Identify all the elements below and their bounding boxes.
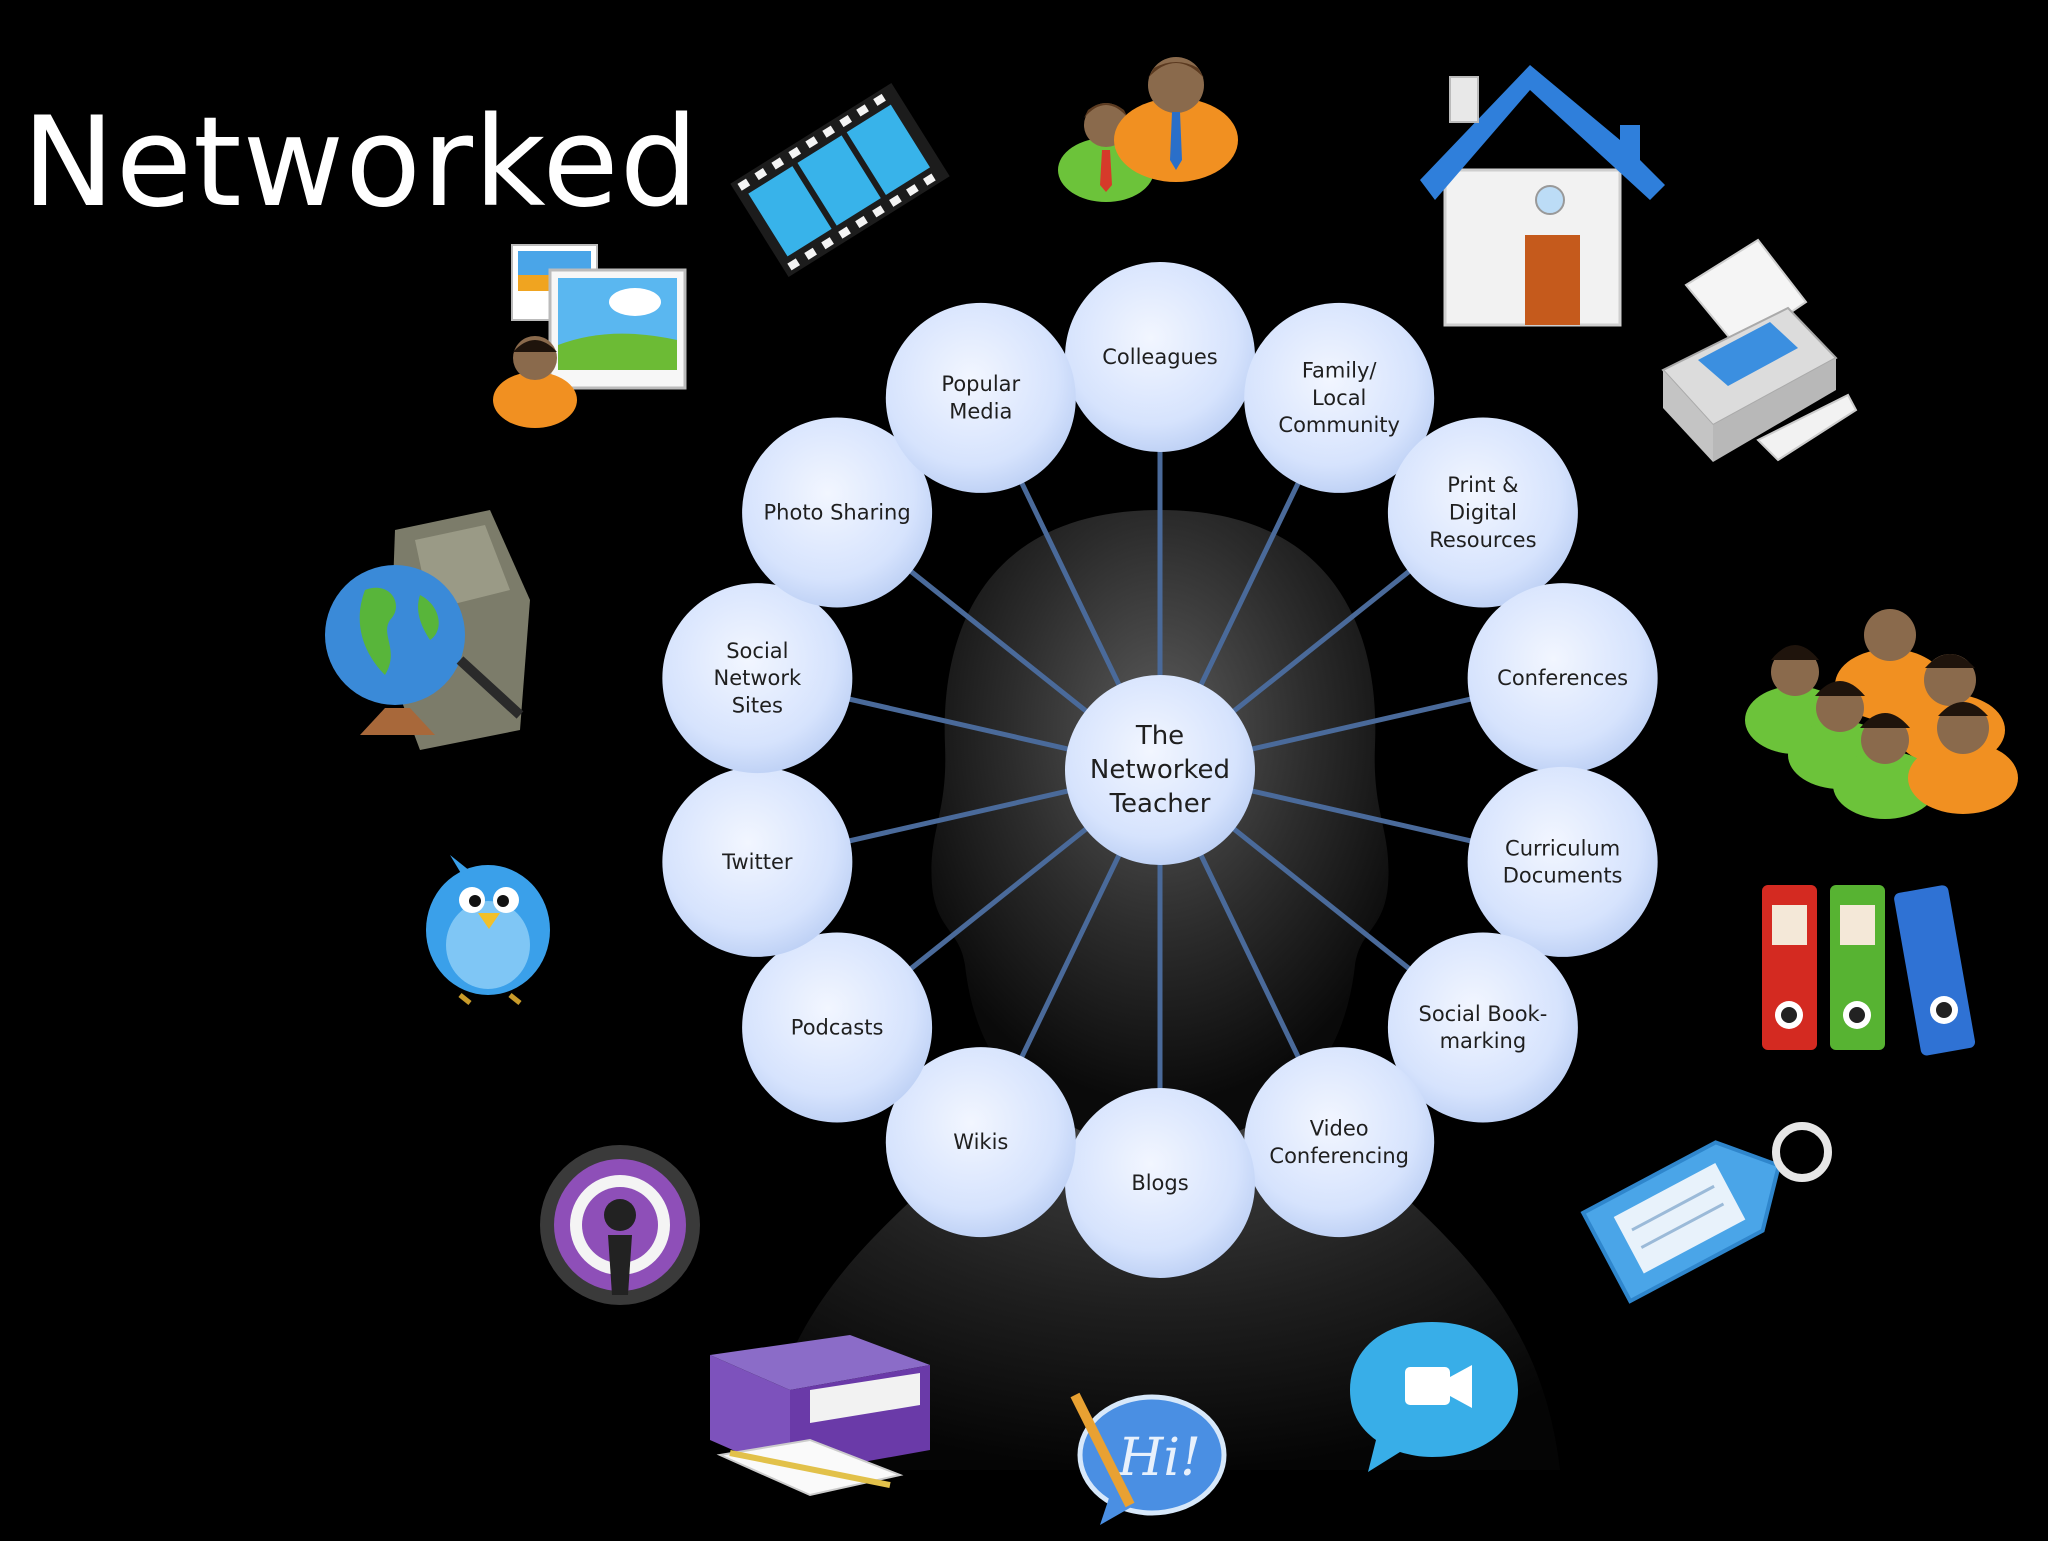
node-circle: [1065, 1088, 1255, 1278]
node-label-line: Resources: [1429, 528, 1536, 552]
node-blogs: Blogs: [1065, 1088, 1255, 1278]
node-circle: [1387, 932, 1578, 1123]
icons: Hi!: [325, 57, 2018, 1525]
node-label-line: Local: [1312, 386, 1366, 410]
node-label-line: Teacher: [1109, 789, 1211, 819]
node-twitter: Twitter: [662, 766, 853, 957]
crowd-icon: [1745, 609, 2018, 819]
node-circle: [1065, 262, 1255, 452]
node-label-line: Social Book-: [1419, 1002, 1548, 1026]
video-chat-icon: [1350, 1322, 1518, 1472]
node-label-line: Networked: [1090, 755, 1230, 785]
node-label-line: The: [1135, 721, 1184, 751]
svg-text:Hi!: Hi!: [1117, 1428, 1201, 1488]
tag-icon: [1580, 1122, 1832, 1304]
node-circle: [1244, 302, 1435, 493]
node-label-line: Print &: [1447, 473, 1518, 497]
node-circle: [662, 766, 853, 957]
node-circle: [742, 417, 933, 608]
hi-speech-bubble-icon: Hi!: [1070, 1392, 1227, 1525]
node-circle: [662, 583, 853, 774]
house-icon: [1420, 65, 1665, 327]
node-photo-sharing: Photo Sharing: [742, 417, 933, 608]
node-label-line: Curriculum: [1505, 836, 1620, 860]
node-circle: [1467, 583, 1658, 774]
node-label-line: Photo Sharing: [764, 500, 911, 524]
node-label-line: Colleagues: [1102, 345, 1217, 369]
film-strip-icon: [730, 83, 950, 277]
node-label-line: Conferencing: [1269, 1144, 1409, 1168]
node-label-line: Social: [726, 639, 788, 663]
node-wikis: Wikis: [885, 1047, 1076, 1238]
node-label-line: Wikis: [953, 1130, 1008, 1154]
node-label-line: Network: [714, 666, 803, 690]
node-label-line: Conferences: [1497, 666, 1628, 690]
binders-icon: [1762, 885, 1976, 1056]
node-social-bookmarking: Social Book-marking: [1387, 932, 1578, 1123]
node-label-line: Digital: [1449, 500, 1517, 524]
slide-title: Networked: [22, 91, 700, 235]
node-circle: [1467, 766, 1658, 957]
node-label-line: Sites: [732, 693, 783, 717]
podcast-icon: [540, 1145, 700, 1305]
node-circle: [1244, 1047, 1435, 1238]
node-label-line: marking: [1440, 1029, 1527, 1053]
node-label-line: Media: [949, 400, 1012, 424]
node-label-line: Podcasts: [791, 1016, 884, 1040]
node-label-line: Popular: [941, 372, 1020, 396]
node-podcasts: Podcasts: [742, 932, 933, 1123]
node-label-line: Family/: [1302, 359, 1378, 383]
printer-icon: [1661, 238, 1858, 462]
node-conferences: Conferences: [1467, 583, 1658, 774]
two-people-icon: [1058, 57, 1238, 202]
node-circle: [885, 302, 1076, 493]
bird-icon: [426, 855, 550, 1005]
photo-person-icon: [493, 244, 687, 428]
node-colleagues: Colleagues: [1065, 262, 1255, 452]
node-label-line: Video: [1310, 1116, 1369, 1140]
node-label-line: Community: [1278, 413, 1400, 437]
node-circle: [885, 1047, 1076, 1238]
node-circle: [742, 932, 933, 1123]
node-label-line: Blogs: [1131, 1171, 1188, 1195]
center-circle: [1065, 675, 1255, 865]
node-circle: [1387, 417, 1578, 608]
node-label-line: Twitter: [721, 850, 793, 874]
box-and-notepad-icon: [710, 1335, 930, 1497]
node-label-line: Documents: [1503, 864, 1623, 888]
globe-and-bag-icon: [325, 510, 530, 750]
